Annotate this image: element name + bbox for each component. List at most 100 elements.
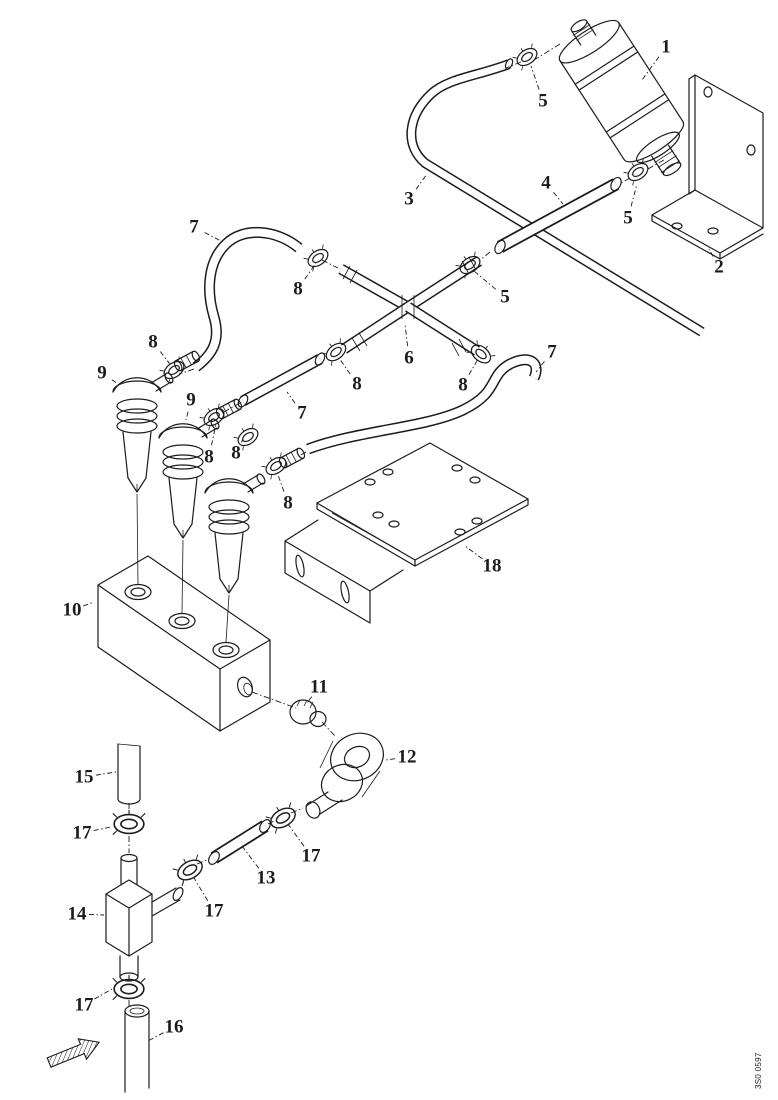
callout-8-17: 8 xyxy=(204,423,217,468)
tee-fitting xyxy=(105,853,184,982)
callout-number-9-15: 9 xyxy=(186,390,196,411)
callout-leader-7-16 xyxy=(286,391,296,404)
callout-8-7: 8 xyxy=(293,262,317,300)
callout-18-20: 18 xyxy=(464,545,502,577)
callout-leader-17-30 xyxy=(94,988,113,1000)
callout-leader-5-1 xyxy=(530,65,540,90)
callout-leader-13-27 xyxy=(241,845,260,869)
callout-number-8-19: 8 xyxy=(283,493,293,514)
callout-leader-7-6 xyxy=(204,232,222,242)
knurled-fitting xyxy=(289,699,327,728)
callout-leader-9-12 xyxy=(111,379,122,387)
callout-leader-15-24 xyxy=(95,771,117,776)
callout-number-8-18: 8 xyxy=(231,443,241,464)
callout-leader-5-4 xyxy=(630,183,638,207)
callout-12-23: 12 xyxy=(385,747,417,768)
callout-8-19: 8 xyxy=(276,471,293,514)
callout-8-13: 8 xyxy=(338,357,362,395)
callout-11-22: 11 xyxy=(306,677,328,704)
callout-leader-9-15 xyxy=(185,411,189,421)
hose-clamp-5a xyxy=(510,40,543,72)
callout-5-1: 5 xyxy=(530,65,548,112)
callout-leader-17-28 xyxy=(193,877,209,901)
callout-9-15: 9 xyxy=(185,390,196,421)
assembly-axis-lines xyxy=(128,43,665,1007)
callout-leader-18-20 xyxy=(464,545,483,560)
breather-canister xyxy=(558,19,685,177)
callout-number-11-22: 11 xyxy=(310,677,328,698)
callout-number-17-26: 17 xyxy=(302,846,322,867)
callout-1-0: 1 xyxy=(641,37,671,81)
callout-number-12-23: 12 xyxy=(398,747,417,768)
callout-number-8-14: 8 xyxy=(458,375,468,396)
callout-number-16-31: 16 xyxy=(165,1017,184,1038)
callout-number-3-2: 3 xyxy=(404,189,414,210)
cross-fitting xyxy=(338,256,482,357)
callout-leader-12-23 xyxy=(385,758,396,761)
l-bracket xyxy=(651,74,764,260)
callout-7-10: 7 xyxy=(535,342,557,373)
callout-leader-8-18 xyxy=(240,438,244,443)
callout-number-8-9: 8 xyxy=(148,332,158,353)
callout-number-10-21: 10 xyxy=(63,600,82,621)
callout-number-5-8: 5 xyxy=(500,287,510,308)
curved-hose-upper-left xyxy=(192,227,303,372)
callout-8-9: 8 xyxy=(148,332,170,364)
short-hose xyxy=(494,176,622,255)
callout-number-17-28: 17 xyxy=(205,901,225,922)
callout-number-7-10: 7 xyxy=(547,342,557,363)
callout-number-7-6: 7 xyxy=(189,217,199,238)
hose-clamp-8a xyxy=(301,241,334,273)
callout-leader-8-7 xyxy=(304,262,317,280)
callout-number-6-11: 6 xyxy=(404,348,414,369)
callout-number-4-3: 4 xyxy=(541,173,551,194)
callout-8-18: 8 xyxy=(231,438,244,464)
callout-number-8-7: 8 xyxy=(293,279,303,300)
assembly-axis-1 xyxy=(136,493,139,585)
injector-nozzle-1 xyxy=(112,371,176,493)
callout-2-5: 2 xyxy=(708,248,724,278)
callout-leader-8-14 xyxy=(468,358,479,375)
flow-direction-arrow xyxy=(46,1038,101,1068)
callout-leader-8-19 xyxy=(276,471,285,492)
callout-leader-17-26 xyxy=(287,823,305,847)
document-code: 3S0 0597 xyxy=(754,1052,763,1089)
callout-number-5-1: 5 xyxy=(538,91,548,112)
callout-number-7-16: 7 xyxy=(297,403,307,424)
callout-number-8-13: 8 xyxy=(352,374,362,395)
callout-17-25: 17 xyxy=(73,823,112,844)
hose-clamp-17a xyxy=(111,809,147,836)
callout-4-3: 4 xyxy=(541,173,564,205)
callout-number-17-30: 17 xyxy=(75,995,95,1016)
callout-leader-5-8 xyxy=(473,270,497,290)
callout-number-1-0: 1 xyxy=(661,37,671,58)
straight-hose-center xyxy=(237,352,326,408)
callout-leader-10-21 xyxy=(83,601,95,607)
callout-leader-11-22 xyxy=(306,696,313,704)
callout-number-13-27: 13 xyxy=(257,868,276,889)
callout-7-16: 7 xyxy=(286,391,307,424)
callout-3-2: 3 xyxy=(404,173,428,210)
callout-leader-7-10 xyxy=(535,361,545,373)
callout-number-5-4: 5 xyxy=(623,208,633,229)
callout-15-24: 15 xyxy=(75,767,117,788)
long-hose xyxy=(406,58,705,337)
callout-17-30: 17 xyxy=(75,988,113,1016)
callout-number-2-5: 2 xyxy=(714,257,724,278)
callout-14-29: 14 xyxy=(68,904,105,925)
injector-nozzle-3 xyxy=(204,472,268,594)
callout-leader-16-31 xyxy=(147,1032,164,1042)
hose-clamp-8b xyxy=(319,335,351,367)
callout-leader-6-11 xyxy=(404,323,409,347)
callout-9-12: 9 xyxy=(97,363,122,387)
callout-17-28: 17 xyxy=(193,877,225,922)
callout-17-26: 17 xyxy=(287,823,322,867)
callout-number-14-29: 14 xyxy=(68,904,88,925)
hose-clamp-17d xyxy=(111,974,147,1001)
callout-leader-8-9 xyxy=(159,351,170,364)
assembly-axis-3 xyxy=(225,594,230,643)
mounting-bracket xyxy=(284,442,529,624)
